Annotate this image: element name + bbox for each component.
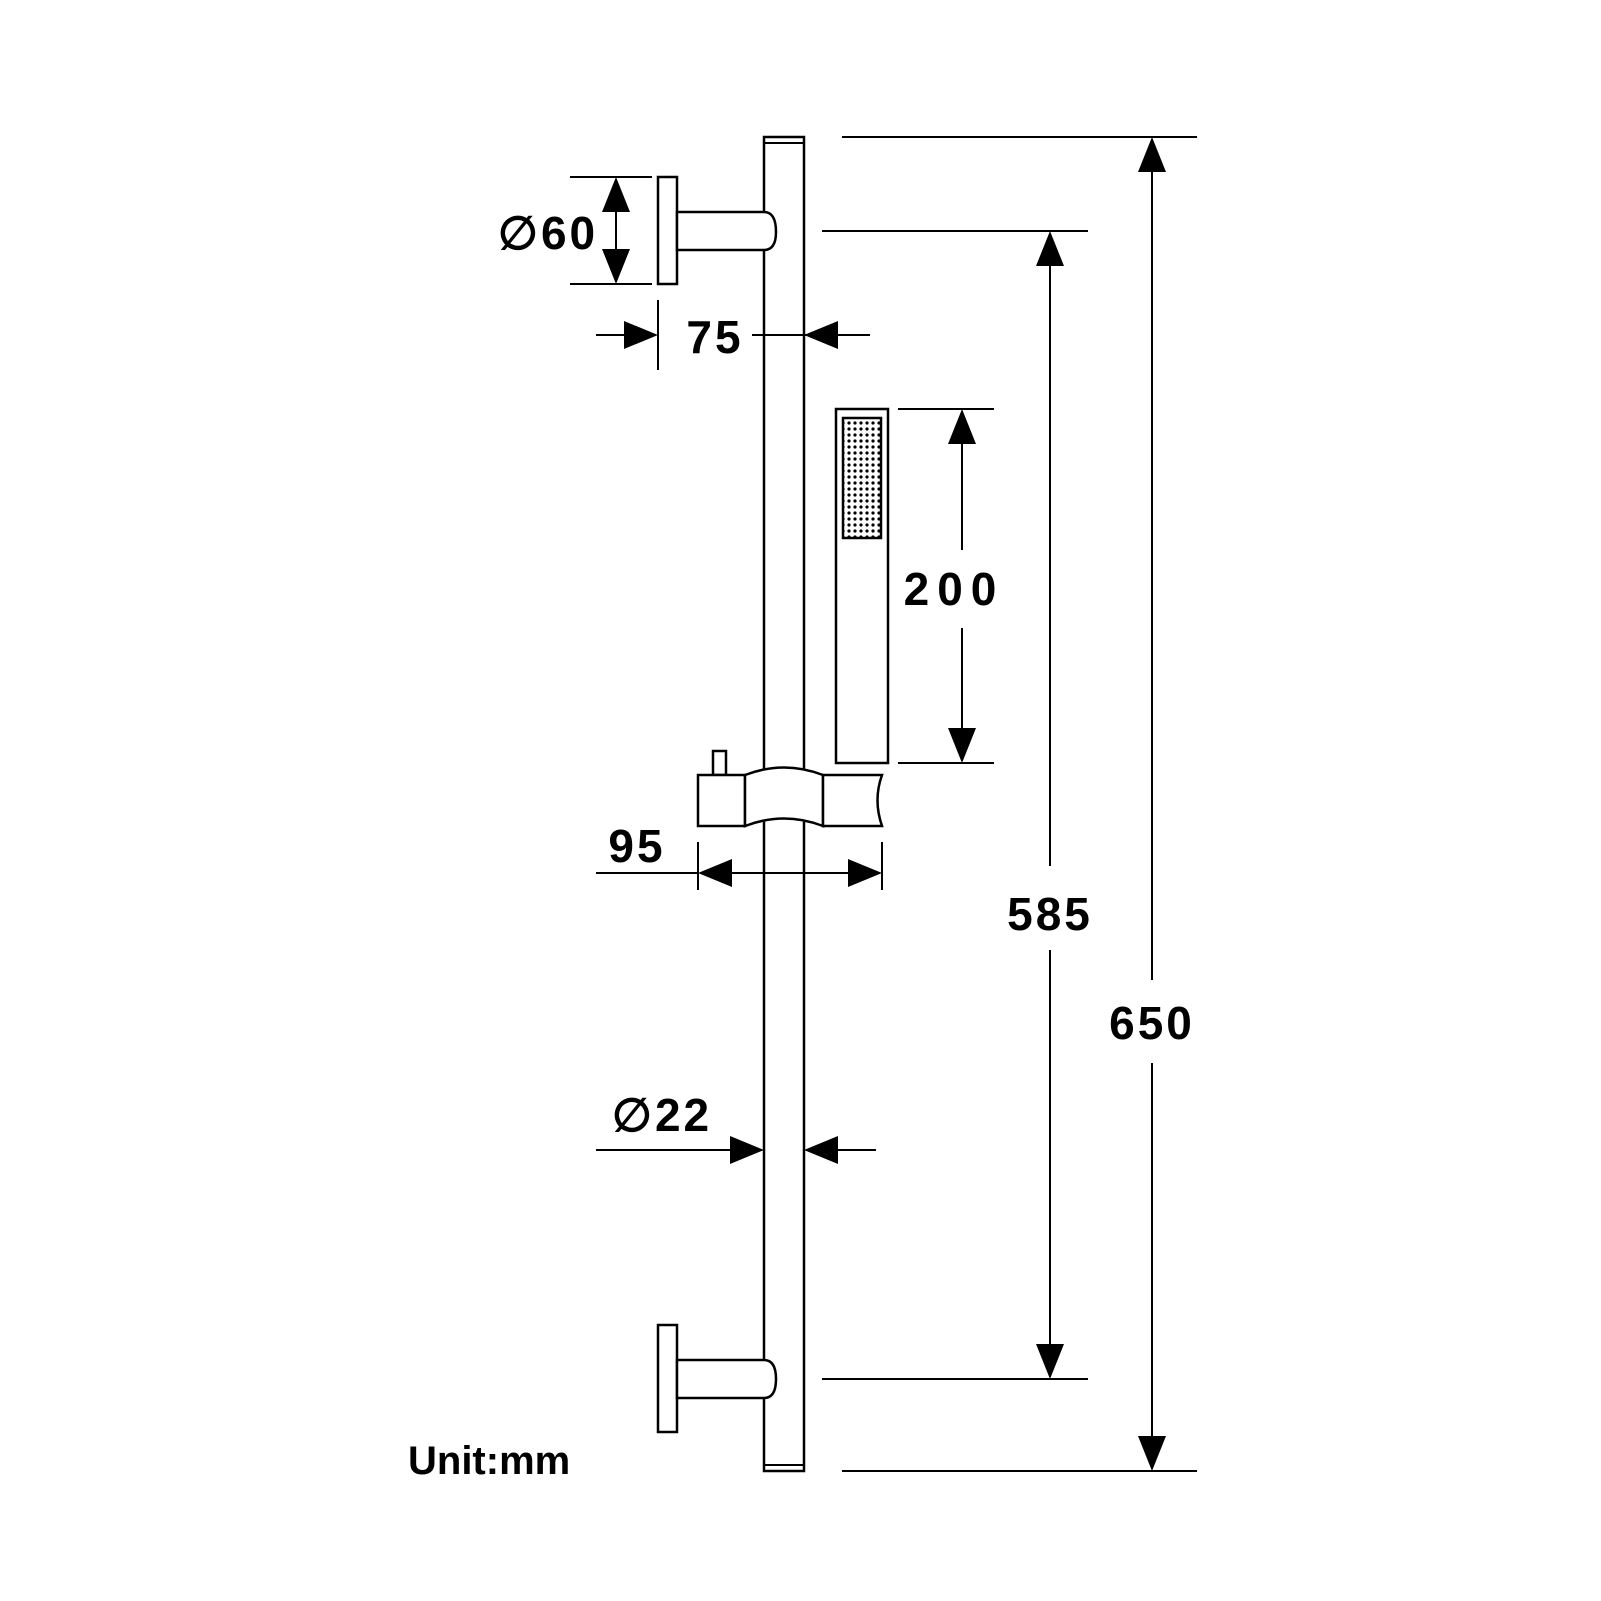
projection-label: 75 xyxy=(686,311,743,363)
slider-holder xyxy=(696,749,884,828)
rail-diameter-label: ∅22 xyxy=(612,1089,712,1141)
slider-width-label: 95 xyxy=(608,820,665,872)
dimension-handset-length xyxy=(898,408,994,764)
unit-label: Unit:mm xyxy=(408,1439,570,1483)
top-wall-bracket xyxy=(656,175,778,286)
mount-spacing-label: 585 xyxy=(1007,888,1093,940)
dimension-rail-diameter xyxy=(596,1136,876,1164)
rail-length-label: 650 xyxy=(1109,997,1195,1049)
hand-shower xyxy=(834,407,890,765)
dimension-projection xyxy=(596,300,870,370)
dimension-slider-width xyxy=(596,842,883,890)
handset-length-label: 200 xyxy=(904,563,1005,615)
dimension-mount-diameter xyxy=(570,176,652,285)
mount-diameter-label: ∅60 xyxy=(498,207,598,259)
dimension-rail-length xyxy=(842,136,1197,1472)
dimension-mount-spacing xyxy=(822,230,1088,1380)
bottom-wall-bracket xyxy=(656,1323,778,1434)
